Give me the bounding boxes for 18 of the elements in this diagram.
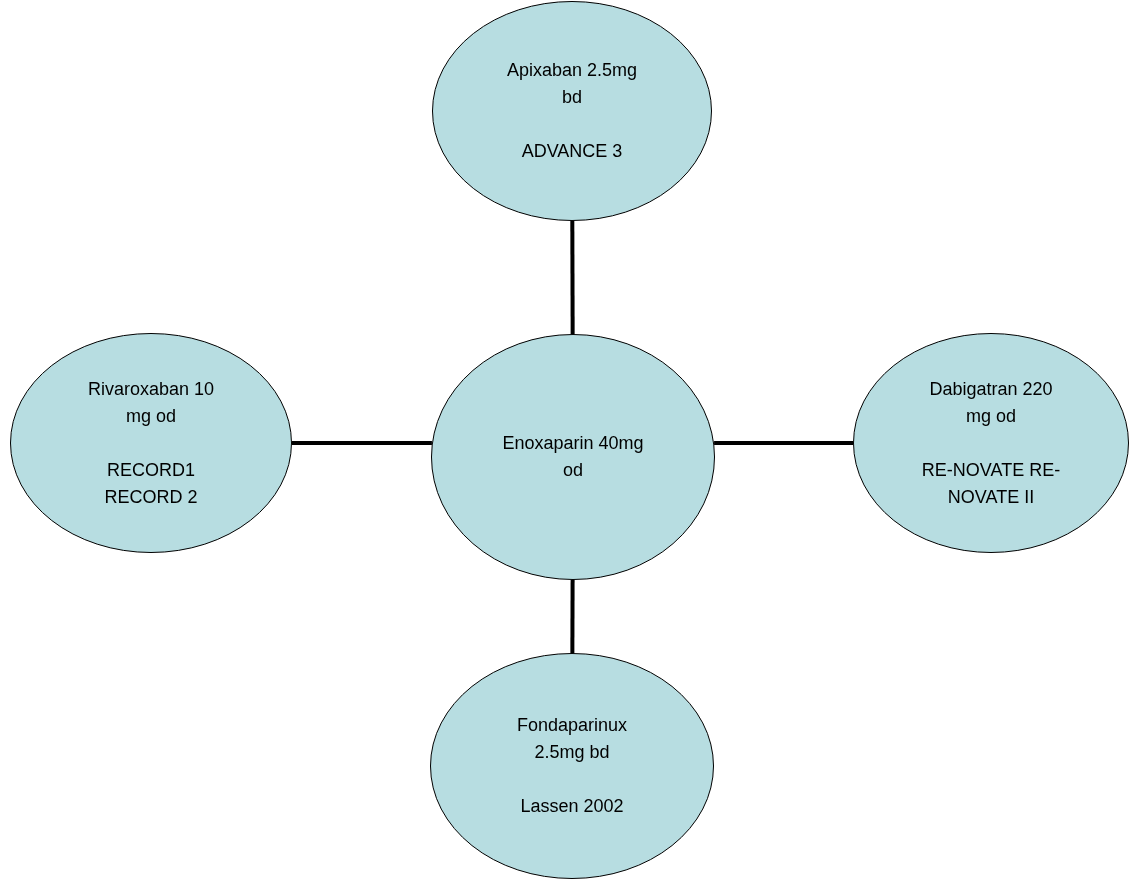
connector-line xyxy=(570,221,575,334)
ellipse-node xyxy=(430,653,714,879)
trial-name-text: Lassen 2002 xyxy=(519,795,625,818)
trial-name-text: RE-NOVATE RE-NOVATE II xyxy=(920,458,1062,509)
trial-name-text: RECORD1 RECORD 2 xyxy=(103,458,199,509)
connector-line xyxy=(570,580,575,653)
ellipse-node xyxy=(10,333,292,553)
drug-dose-text: Fondaparinux 2.5mg bd xyxy=(515,714,629,764)
drug-dose-text: Dabigatran 220 mg od xyxy=(928,377,1054,428)
trial-name-text: ADVANCE 3 xyxy=(520,140,624,163)
drug-dose-text: Rivaroxaban 10 mg od xyxy=(86,377,216,428)
drug-dose-text: Apixaban 2.5mg bd xyxy=(505,59,639,109)
drug-dose-text: Enoxaparin 40mg od xyxy=(501,432,645,482)
ellipse-node xyxy=(432,1,712,221)
connector-line xyxy=(292,441,432,445)
connector-line xyxy=(714,441,853,445)
ellipse-node xyxy=(853,333,1129,553)
ellipse-node xyxy=(431,334,715,580)
